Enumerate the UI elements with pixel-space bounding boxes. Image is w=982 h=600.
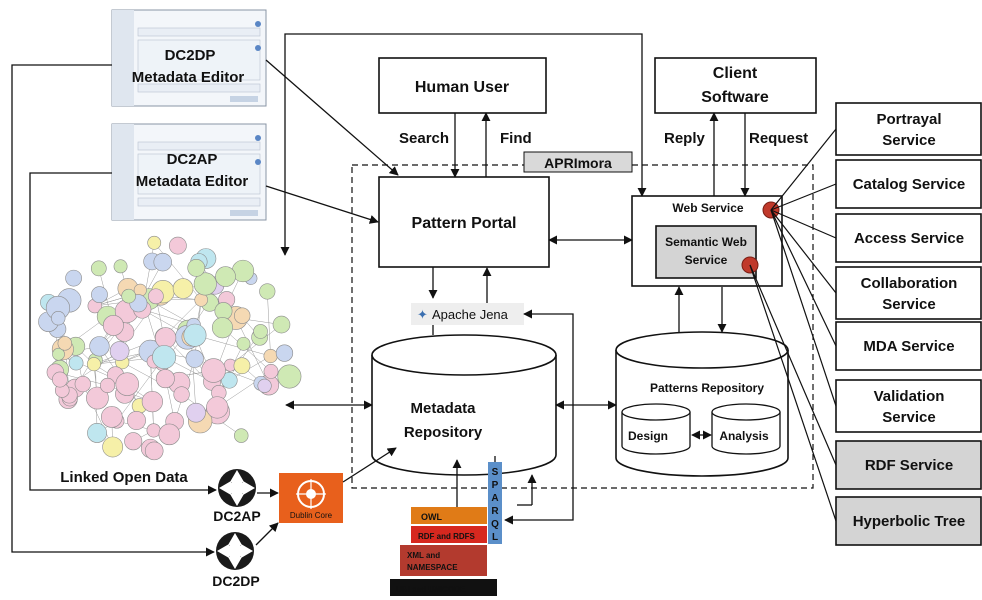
analysis-cylinder (711, 403, 781, 455)
uri-layer (390, 579, 497, 596)
reply-label: Reply (664, 130, 706, 147)
dc2dp-editor-title: DC2DP (165, 47, 216, 64)
dc2dp-editor-subtitle: Metadata Editor (132, 69, 245, 86)
aprimora-label: APRImora (544, 155, 612, 171)
rdf-layer (411, 526, 487, 543)
dublin-core-label: Dublin Core (290, 511, 333, 520)
human-user-label: Human User (415, 79, 509, 96)
web-service-title: Web Service (672, 201, 743, 215)
design-label: Design (628, 429, 668, 443)
linked-open-data-label: Linked Open Data (60, 469, 188, 486)
service-box (835, 440, 982, 490)
service-connector (770, 209, 837, 347)
dc2ap-editor-screenshot: DC2AP Metadata Editor (111, 123, 267, 221)
semantic-web-service-line2: Service (685, 253, 728, 267)
client-software-box (654, 57, 817, 114)
service-box (835, 213, 982, 263)
service-label: Access Service (854, 230, 964, 247)
service-connector (770, 209, 837, 239)
service-box (835, 379, 982, 433)
uri-label: URI and UNICODE (396, 585, 466, 594)
dc2dp-icon-label: DC2DP (212, 573, 259, 589)
service-label: Portrayal (876, 111, 941, 128)
sparql-letter: A (491, 493, 498, 504)
client-software-label-line1: Client (713, 65, 758, 82)
service-label: MDA Service (863, 338, 954, 355)
metadata-repository-label-line2: Repository (404, 424, 483, 441)
sparql-bar (488, 462, 502, 544)
service-label: Service (882, 409, 935, 426)
analysis-label: Analysis (719, 429, 769, 443)
sparql-letter: S (492, 467, 499, 478)
service-label: Collaboration (861, 275, 958, 292)
xml-layer (400, 545, 487, 576)
dc2ap-editor-subtitle: Metadata Editor (136, 173, 249, 190)
find-label: Find (500, 130, 532, 147)
service-label: Catalog Service (853, 176, 966, 193)
service-box (835, 321, 982, 371)
xml-label-line2: NAMESPACE (407, 563, 458, 572)
service-connector (770, 209, 837, 294)
search-label: Search (399, 130, 449, 147)
service-connector (749, 264, 837, 466)
request-label: Request (749, 130, 808, 147)
sparql-letter: Q (491, 519, 499, 530)
service-label: Validation (874, 388, 945, 405)
sparql-letter: R (491, 506, 499, 517)
client-software-label-line2: Software (701, 89, 769, 106)
apache-jena-box (411, 303, 524, 325)
service-box (835, 266, 982, 320)
dublin-core-logo: Dublin Core (279, 473, 343, 523)
service-connector (770, 183, 837, 211)
apache-jena-label: Apache Jena (432, 307, 509, 322)
service-label: RDF Service (865, 457, 953, 474)
semantic-web-service-line1: Semantic Web (665, 235, 747, 249)
owl-layer (411, 507, 487, 524)
linked-open-data-cloud (38, 235, 302, 461)
pattern-portal-label: Pattern Portal (412, 215, 517, 232)
dc2ap-icon-label: DC2AP (213, 508, 260, 524)
aprimora-tag (523, 151, 633, 173)
apache-jena-feather-icon: ✦ (417, 308, 428, 323)
service-box (835, 496, 982, 546)
service-label: Hyperbolic Tree (853, 513, 966, 530)
service-box (835, 102, 982, 156)
semantic-web-service-box (655, 225, 757, 279)
rdf-label: RDF and RDFS (418, 532, 476, 541)
service-connector (770, 209, 837, 407)
metadata-repository-label-line1: Metadata (410, 400, 476, 417)
xml-label-line1: XML and (407, 551, 440, 560)
service-label: Service (882, 132, 935, 149)
sparql-letter: P (492, 480, 499, 491)
sparql-letter: L (492, 532, 498, 543)
patterns-repository-title: Patterns Repository (650, 381, 764, 395)
service-label: Service (882, 296, 935, 313)
service-connector (770, 128, 837, 211)
dc2ap-editor-title: DC2AP (167, 151, 218, 168)
service-box (835, 159, 982, 209)
dc2ap-icon (218, 469, 256, 507)
owl-label: OWL (421, 512, 442, 522)
human-user-box (378, 57, 547, 114)
dc2dp-icon (216, 532, 254, 570)
service-connector (749, 264, 837, 522)
design-cylinder (621, 403, 691, 455)
dc2dp-editor-screenshot: DC2DP Metadata Editor (111, 9, 267, 107)
patterns-repository-cylinder (615, 331, 789, 477)
connectors (11, 33, 750, 557)
